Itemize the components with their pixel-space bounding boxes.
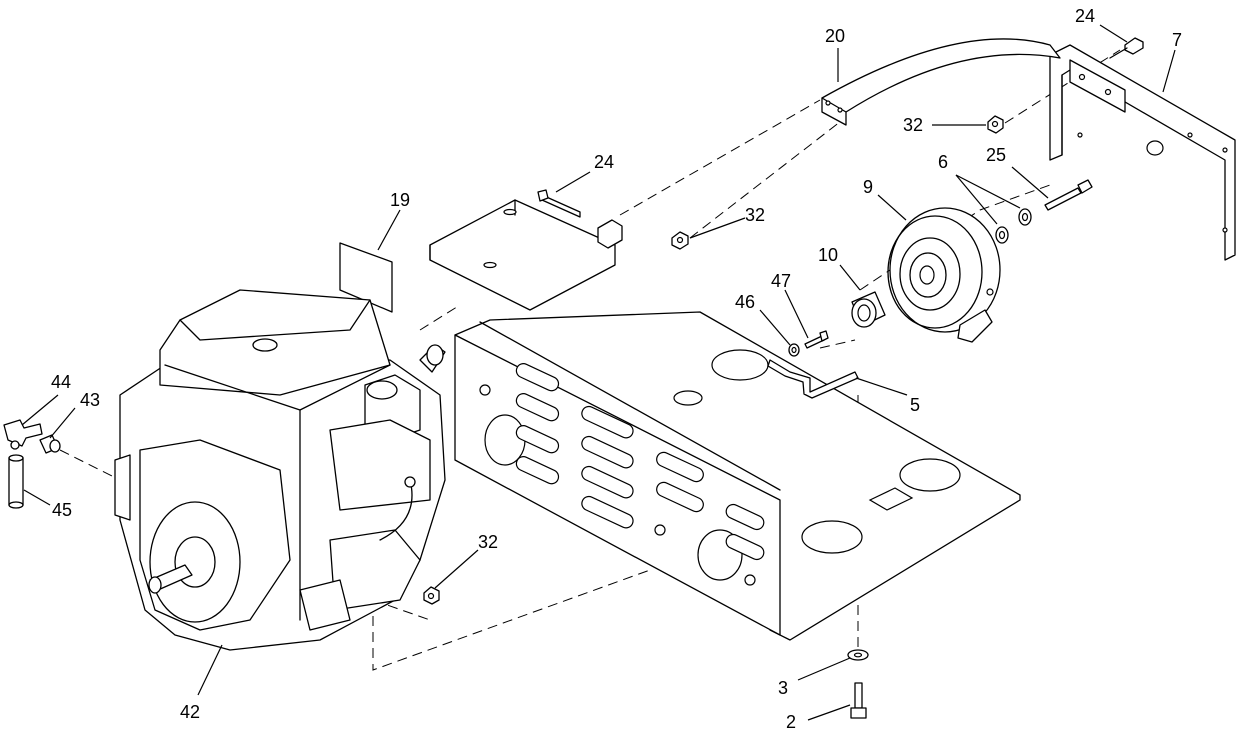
frame-slots [515, 363, 765, 561]
bolt-25 [1044, 179, 1093, 211]
callout-6: 6 [938, 152, 948, 172]
callout-9: 9 [863, 177, 873, 197]
rear-bracket-plate [1049, 44, 1236, 261]
callout-3: 3 [778, 678, 788, 698]
callout-42: 42 [180, 702, 200, 722]
decal-19 [339, 242, 393, 313]
bolt-24-top [1109, 37, 1144, 59]
washer-3 [847, 649, 869, 661]
electric-clutch [887, 207, 1001, 343]
nut-32-middle [671, 231, 689, 250]
leader-lines [21, 24, 1176, 721]
callout-46: 46 [735, 292, 755, 312]
callout-24-top: 24 [1075, 6, 1095, 26]
callout-44: 44 [51, 372, 71, 392]
callout-10: 10 [818, 245, 838, 265]
washers-6 [995, 208, 1032, 244]
callout-45: 45 [52, 500, 72, 520]
callout-7: 7 [1172, 30, 1182, 50]
callout-43: 43 [80, 390, 100, 410]
curved-bracket [821, 38, 1061, 126]
engine-42 [114, 289, 446, 651]
nut-32-upper [987, 115, 1004, 134]
main-frame [454, 311, 1021, 641]
washer-46 [788, 343, 800, 357]
fitting-44 [3, 419, 43, 450]
bolt-47 [804, 330, 829, 349]
callout-24-middle: 24 [594, 152, 614, 172]
callout-25: 25 [986, 145, 1006, 165]
hose-45 [8, 454, 24, 509]
callout-19: 19 [390, 190, 410, 210]
bolt-2 [850, 682, 867, 719]
fitting-43 [39, 434, 61, 454]
callout-5: 5 [910, 395, 920, 415]
callout-32-middle: 32 [745, 205, 765, 225]
callout-2: 2 [786, 712, 796, 730]
engine-mount-bracket [429, 189, 623, 311]
callout-32-upper: 32 [903, 115, 923, 135]
callout-47: 47 [771, 271, 791, 291]
rod-5 [767, 359, 859, 399]
nut-32-lower [423, 586, 440, 605]
callout-32-lower: 32 [478, 532, 498, 552]
callout-labels: 24 7 20 32 25 6 9 24 32 19 10 47 46 5 44… [51, 6, 1182, 730]
callout-20: 20 [825, 26, 845, 46]
clutch-spacer [851, 291, 886, 328]
